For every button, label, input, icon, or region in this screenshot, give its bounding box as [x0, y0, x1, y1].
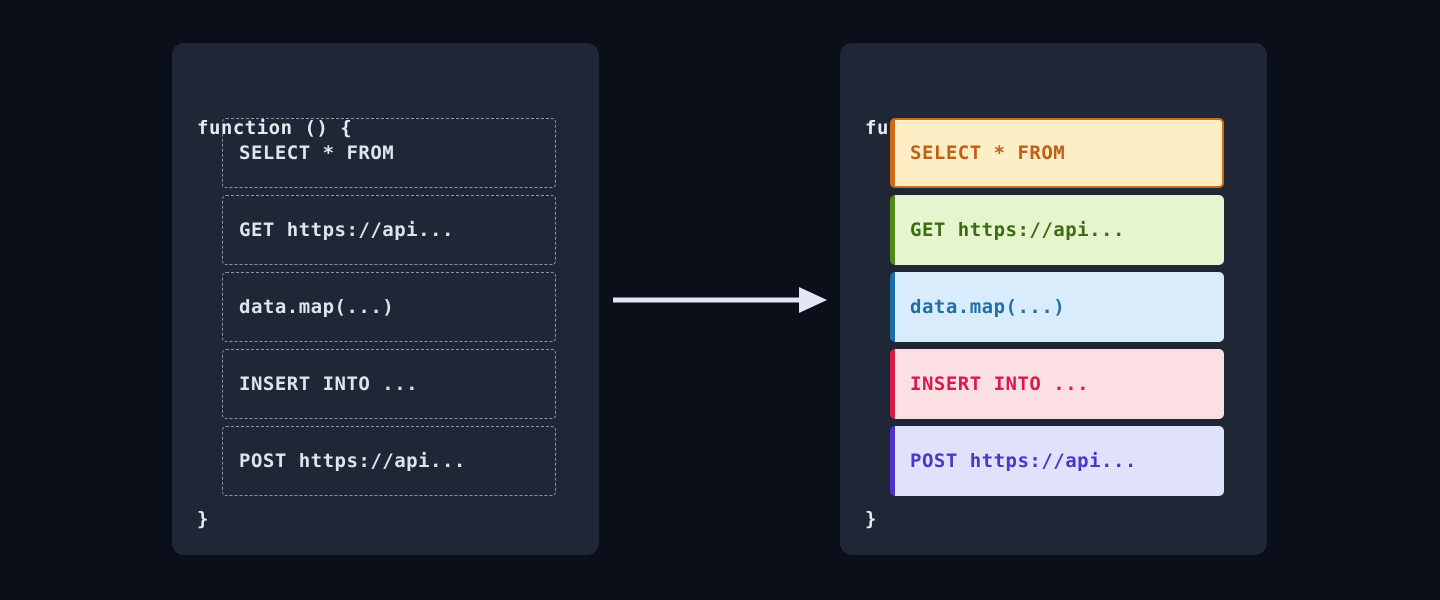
after-statement-row-js-map[interactable]: data.map(...) — [890, 272, 1224, 342]
after-statement-row-sql-insert[interactable]: INSERT INTO ... — [890, 349, 1224, 419]
transform-arrow-icon — [613, 287, 827, 313]
after-function-close-brace: } — [865, 508, 877, 530]
before-statement-row[interactable]: data.map(...) — [222, 272, 556, 342]
before-statement-text: INSERT INTO ... — [239, 373, 419, 395]
after-statement-row-http-get[interactable]: GET https://api... — [890, 195, 1224, 265]
before-code-panel: function () { SELECT * FROM GET https://a… — [172, 43, 599, 555]
before-statement-row[interactable]: INSERT INTO ... — [222, 349, 556, 419]
before-function-open-line: function () { — [197, 117, 353, 139]
before-statement-text: POST https://api... — [239, 450, 466, 472]
after-statement-text: POST https://api... — [910, 450, 1137, 472]
before-statement-text: data.map(...) — [239, 296, 395, 318]
after-statement-text: INSERT INTO ... — [910, 373, 1090, 395]
after-statement-text: SELECT * FROM — [910, 142, 1066, 164]
after-statement-text: data.map(...) — [910, 296, 1066, 318]
before-statement-text: SELECT * FROM — [239, 142, 395, 164]
before-statement-row[interactable]: POST https://api... — [222, 426, 556, 496]
after-statement-row-http-post[interactable]: POST https://api... — [890, 426, 1224, 496]
after-statement-row-sql-select[interactable]: SELECT * FROM — [890, 118, 1224, 188]
before-statement-row[interactable]: SELECT * FROM — [222, 118, 556, 188]
before-statement-list: SELECT * FROM GET https://api... data.map(… — [222, 118, 556, 503]
before-function-close-brace: } — [197, 508, 209, 530]
after-statement-text: GET https://api... — [910, 219, 1125, 241]
before-statement-text: GET https://api... — [239, 219, 454, 241]
after-statement-list: SELECT * FROM GET https://api... data.map(… — [890, 118, 1224, 503]
before-statement-row[interactable]: GET https://api... — [222, 195, 556, 265]
